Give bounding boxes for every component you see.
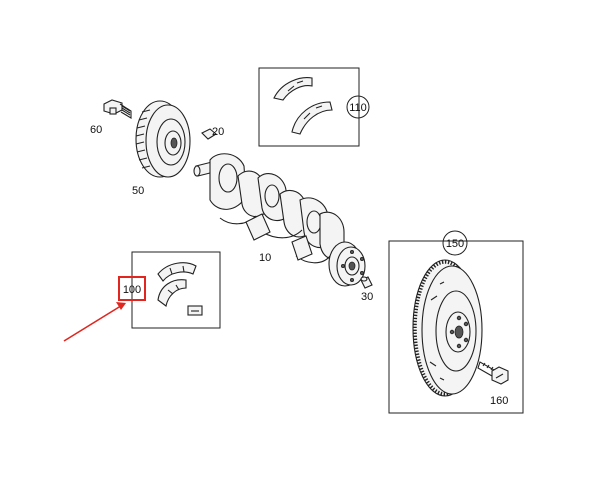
crankshaft-pulley[interactable]	[135, 100, 191, 178]
pulley-bolt[interactable]	[103, 99, 132, 119]
highlight-arrow-head	[116, 302, 126, 310]
label-100: 100	[123, 284, 141, 296]
highlight-callout: 100	[63, 276, 146, 342]
label-circle-110	[346, 95, 370, 119]
flywheel	[412, 259, 483, 397]
highlight-arrow-line	[63, 303, 125, 342]
label-10: 10	[259, 252, 271, 264]
dowel-pin[interactable]	[360, 276, 373, 289]
label-60: 60	[90, 124, 102, 136]
label-160: 160	[490, 395, 508, 407]
bearing-shell-lower	[157, 279, 187, 307]
woodruff-key[interactable]	[201, 128, 217, 140]
label-30: 30	[361, 291, 373, 303]
bearing-tag	[187, 305, 203, 316]
label-circle-150	[442, 230, 468, 256]
bearing-shell-upper	[157, 262, 197, 282]
highlight-box	[118, 276, 146, 301]
thrust-washer-lower	[291, 101, 333, 135]
thrust-washer-upper	[273, 77, 313, 101]
crankshaft[interactable]	[193, 153, 366, 287]
thrust-washer-kit-box[interactable]: 110	[258, 67, 370, 147]
bearing-shell-kit-box[interactable]	[131, 251, 221, 329]
label-50: 50	[132, 185, 144, 197]
flywheel-kit-box[interactable]: 150 160	[388, 230, 524, 414]
flywheel-bolt	[477, 361, 509, 385]
label-110: 110	[349, 102, 367, 114]
label-150: 150	[446, 238, 464, 250]
label-20: 20	[212, 126, 224, 138]
